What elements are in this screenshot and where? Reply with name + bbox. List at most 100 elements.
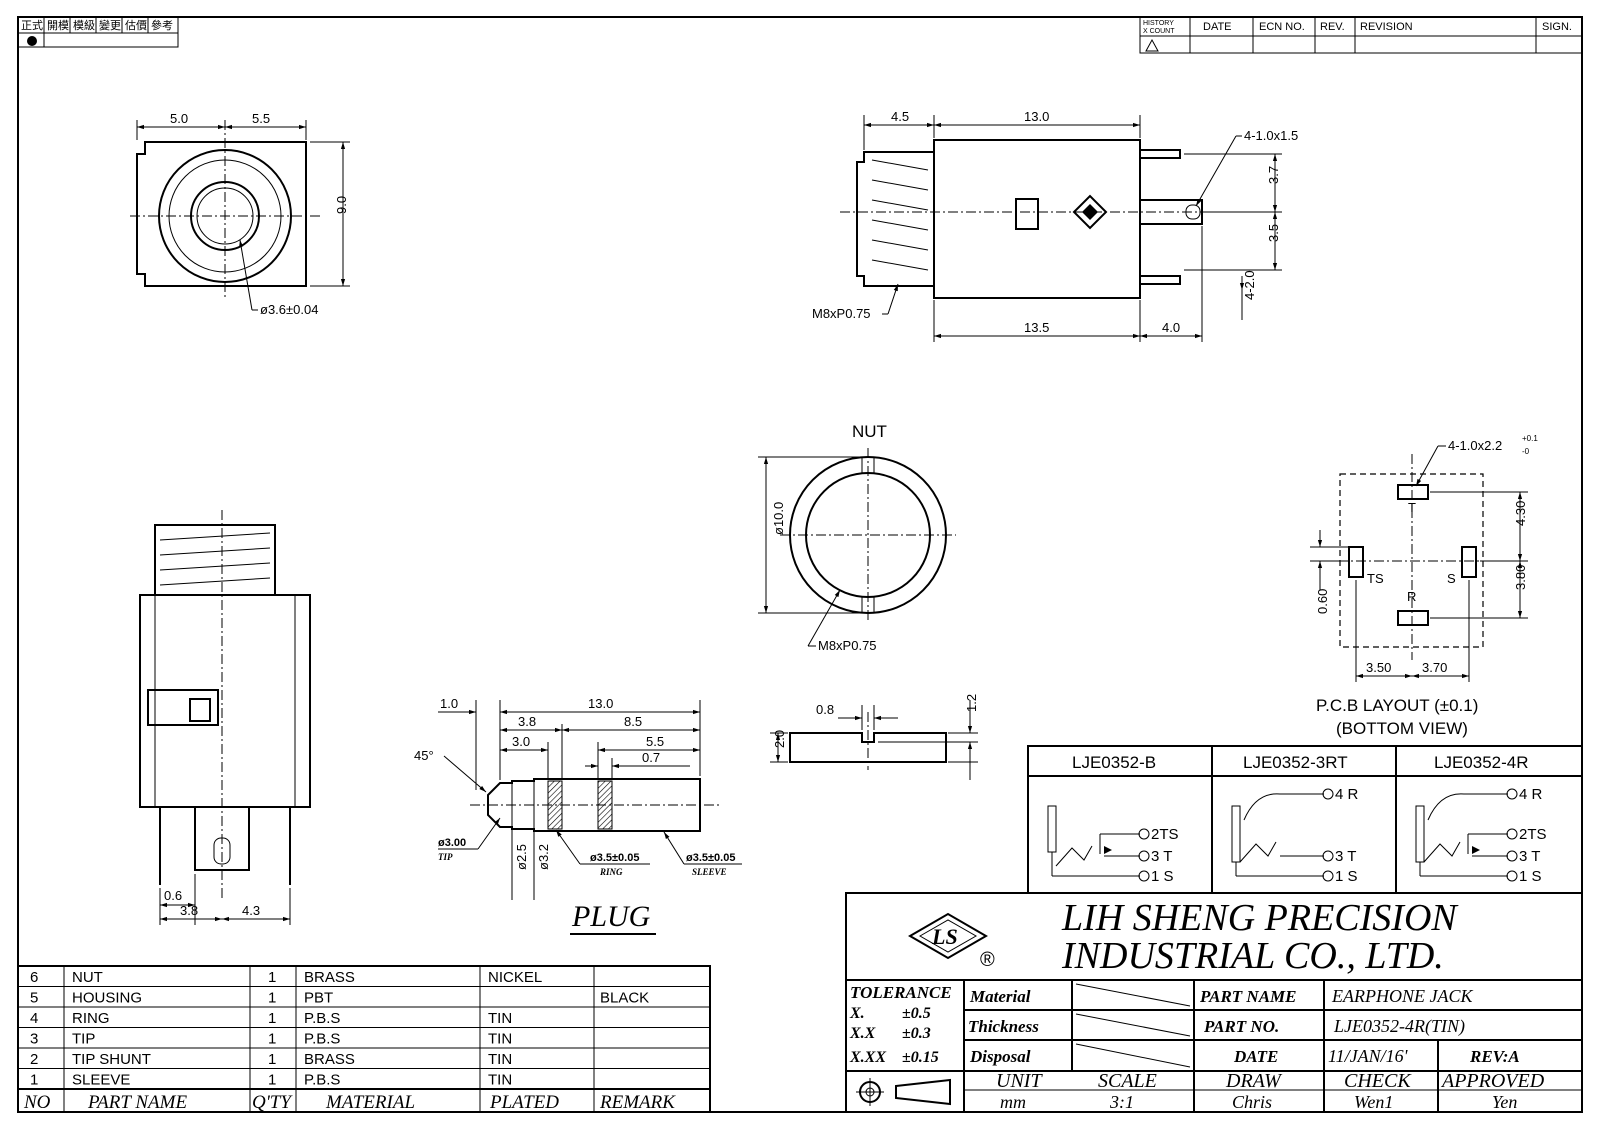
side-thread-dim: M8xP0.75	[812, 306, 871, 321]
corner-stamp: 正式 開模 模級 變更 估價 參考	[17, 16, 179, 48]
thickness-label: Thickness	[968, 1017, 1039, 1036]
bom-cell: 1	[268, 990, 276, 1007]
plug-dim-32: ø3.2	[536, 844, 551, 870]
bom-cell: NICKEL	[488, 969, 542, 986]
pcb-ts: TS	[1367, 571, 1384, 586]
bom-cell: 5	[30, 990, 38, 1007]
pcb-dim-370: 3.70	[1422, 660, 1447, 675]
plug-angle: 45°	[414, 748, 434, 763]
sheet-border	[17, 16, 1583, 1113]
variant-1-pin-2: 1 S	[1335, 868, 1358, 885]
side-dim-135: 13.5	[1024, 320, 1049, 335]
variants-table: LJE0352-B LJE0352-3RT LJE0352-4R 2TS 3 T…	[1027, 745, 1583, 894]
rev-history: HISTORY	[1143, 20, 1174, 27]
front-view: 5.0 5.5 9.0 ø3.6±0.04	[130, 111, 350, 317]
date-value: 11/JAN/16'	[1328, 1046, 1409, 1066]
nut-view: NUT ø10.0 M8xP0.75	[758, 422, 956, 653]
washer-dim-20: 2.0	[772, 730, 787, 748]
date-label: DATE	[1233, 1047, 1278, 1066]
bom-cell: P.B.S	[304, 1031, 340, 1048]
company-logo-icon	[908, 912, 988, 960]
pcb-caption-2: (BOTTOM VIEW)	[1336, 719, 1468, 738]
nut-title: NUT	[852, 422, 887, 441]
bom-cell: BRASS	[304, 1051, 355, 1068]
pcb-pins: 4-1.0x2.2	[1448, 438, 1502, 453]
bom-cell: NUT	[72, 969, 103, 986]
rev-date: DATE	[1203, 21, 1232, 33]
tol-x: ±0.5	[902, 1005, 931, 1022]
pcb-dim-380: 3.80	[1513, 565, 1528, 590]
tol-x-label: X.	[849, 1005, 865, 1022]
variant-1-pin-0: 4 R	[1335, 786, 1359, 803]
side-dim-pin-len: 4-2.0	[1242, 270, 1257, 300]
check-label: CHECK	[1344, 1070, 1412, 1092]
scale-value: 3:1	[1109, 1092, 1134, 1112]
title-block: LS ® LIH SHENG PRECISION INDUSTRIAL CO.,…	[845, 892, 1583, 1113]
plug-ring-label: RING	[599, 867, 623, 877]
front-dim-right: 5.5	[252, 111, 270, 126]
rev-value: REV:A	[1469, 1047, 1520, 1066]
bom-cell: PBT	[304, 990, 333, 1007]
check-value: Wen1	[1354, 1092, 1393, 1112]
tol-xx-label: X.X	[849, 1025, 876, 1042]
unit-label: UNIT	[996, 1070, 1043, 1092]
variant-0-name: LJE0352-B	[1072, 753, 1156, 772]
variant-1-name: LJE0352-3RT	[1243, 753, 1348, 772]
plug-dim-38: 3.8	[518, 714, 536, 729]
company-registered: ®	[980, 949, 995, 971]
washer-view: 0.8 1.2 2.0	[770, 694, 979, 780]
plug-dim-85: 8.5	[624, 714, 642, 729]
side-view: 4.5 13.0 4-1.0x1.5 3.7 3.5 4-2.0 13.5 4.…	[812, 109, 1298, 342]
pcb-tol-dn: -0	[1522, 447, 1530, 456]
company-line-1: LIH SHENG PRECISION	[1061, 897, 1459, 939]
bom-cell: 6	[30, 969, 38, 986]
disposal-label: Disposal	[969, 1047, 1031, 1066]
plug-view: 1.0 13.0 3.8 8.5 3.0 5.5 0.7 45° ø3.00 T…	[414, 696, 742, 935]
side-dim-40: 4.0	[1162, 320, 1180, 335]
side-dim-body: 13.0	[1024, 109, 1049, 124]
bom-cell: 2	[30, 1051, 38, 1068]
variant-2-pin-3: 1 S	[1519, 868, 1542, 885]
tol-xx: ±0.3	[902, 1025, 931, 1042]
stamp-5: 參考	[151, 18, 173, 32]
pcb-dim-060: 0.60	[1315, 589, 1330, 614]
draw-value: Chris	[1232, 1092, 1272, 1112]
pcb-s: S	[1447, 571, 1456, 586]
variant-0-pin-0: 2TS	[1151, 826, 1179, 843]
variant-1-pin-1: 3 T	[1335, 848, 1356, 865]
nut-thread: M8xP0.75	[818, 638, 877, 653]
approved-label: APPROVED	[1440, 1070, 1545, 1092]
bom-cell: 1	[268, 1051, 276, 1068]
jack-top-view: 0.6 3.8 4.3	[139, 510, 311, 925]
plug-sleeve-label: SLEEVE	[692, 867, 727, 877]
variant-0-pin-1: 3 T	[1151, 848, 1172, 865]
company-logo-text: LS	[931, 924, 958, 949]
side-dim-thread: 4.5	[891, 109, 909, 124]
bom-cell: 3	[30, 1031, 38, 1048]
pcb-caption-1: P.C.B LAYOUT (±0.1)	[1316, 696, 1478, 715]
rev-ecn: ECN NO.	[1259, 21, 1305, 33]
bom-cell: TIN	[488, 1010, 512, 1027]
front-dim-left: 5.0	[170, 111, 188, 126]
rev-sign: SIGN.	[1542, 21, 1572, 33]
bom-cell: TIN	[488, 1031, 512, 1048]
stamp-dot-icon	[27, 36, 37, 46]
bom-cell: P.B.S	[304, 1010, 340, 1027]
plug-dim-55: 5.5	[646, 734, 664, 749]
rev-xcount: X COUNT	[1143, 28, 1175, 35]
plug-dim-07: 0.7	[642, 750, 660, 765]
pcb-t: T	[1408, 500, 1416, 515]
bom-cell: 1	[268, 969, 276, 986]
plug-dim-30: 3.0	[512, 734, 530, 749]
variant-2-pin-0: 4 R	[1519, 786, 1543, 803]
plug-sleeve-dia: ø3.5±0.05	[686, 852, 735, 864]
part-no: LJE0352-4R(TIN)	[1333, 1016, 1465, 1037]
front-hole-dim: ø3.6±0.04	[260, 302, 318, 317]
bom-cell: TIN	[488, 1072, 512, 1089]
bom-cell: 1	[268, 1031, 276, 1048]
rev-rev: REV.	[1320, 21, 1345, 33]
bom-cell: TIP SHUNT	[72, 1051, 151, 1068]
front-dim-height: 9.0	[334, 196, 349, 214]
